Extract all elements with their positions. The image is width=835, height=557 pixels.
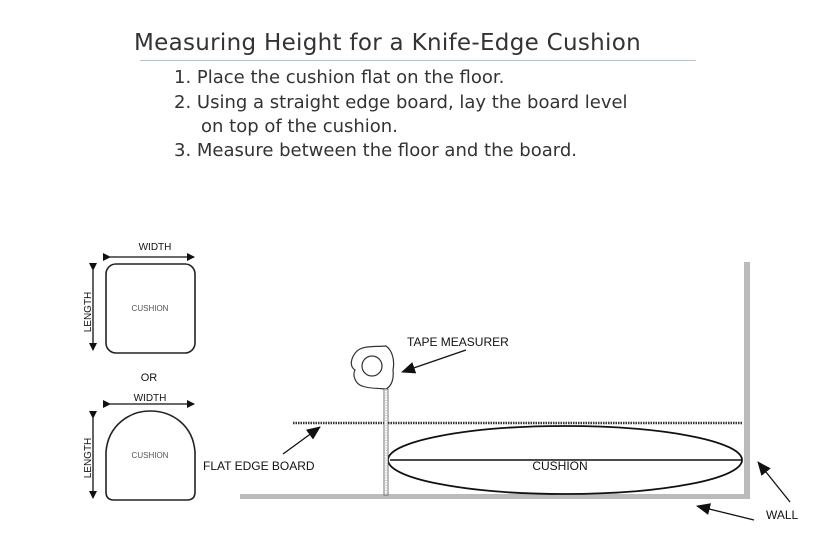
width-label: WIDTH — [134, 393, 167, 404]
wall-label: WALL — [766, 508, 799, 522]
tape-pointer-arrow — [401, 349, 467, 374]
arched-cushion-diagram: WIDTH CUSHION LENGTH — [83, 393, 196, 501]
floor-pointer-arrow — [696, 503, 755, 521]
cushion-label: CUSHION — [132, 304, 169, 313]
length-label: LENGTH — [83, 438, 94, 479]
arched-cushion-outline — [105, 410, 196, 501]
page-title: Measuring Height for a Knife-Edge Cushio… — [134, 30, 641, 56]
step-1: 1. Place the cushion flat on the floor. — [174, 67, 505, 88]
tape-measurer-label: TAPE MEASURER — [407, 335, 509, 349]
knife-edge-cushion: CUSHION — [387, 425, 743, 495]
board-pointer-arrow — [282, 426, 321, 455]
flat-edge-board-label: FLAT EDGE BOARD — [203, 459, 315, 473]
or-label: OR — [141, 372, 158, 384]
wall — [744, 262, 750, 499]
wall-pointer-arrow — [757, 461, 791, 503]
cushion-main-label: CUSHION — [532, 459, 587, 473]
step-2: 2. Using a straight edge board, lay the … — [174, 92, 628, 113]
width-label: WIDTH — [139, 242, 172, 253]
length-label: LENGTH — [83, 292, 94, 333]
square-cushion-diagram: WIDTH CUSHION LENGTH — [83, 242, 196, 354]
floor — [240, 494, 750, 499]
tape-measure-icon — [350, 345, 395, 496]
title-underline — [140, 60, 696, 61]
square-cushion-outline — [105, 263, 196, 354]
cushion-label: CUSHION — [132, 451, 169, 460]
step-2-cont: on top of the cushion. — [201, 116, 398, 137]
step-3: 3. Measure between the floor and the boa… — [174, 140, 577, 161]
